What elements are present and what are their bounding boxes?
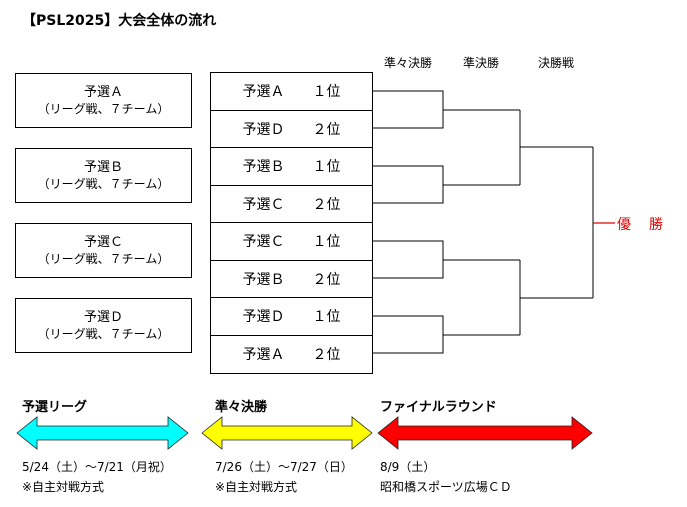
qf-bracket-3 (373, 240, 520, 279)
seed-rank: １位 (312, 234, 341, 251)
group-name: 予選Ｃ (83, 234, 123, 250)
seed-group: 予選Ａ (242, 347, 285, 364)
seed-group: 予選Ｂ (242, 159, 285, 176)
phase-date-quarterfinal: 7/26（土）～7/27（日） (215, 460, 353, 474)
champion-label: 優勝 (617, 217, 681, 233)
round-label-final: 決勝戦 (538, 56, 575, 70)
phase-date-final-round: 8/9（土） (380, 460, 436, 474)
phase-title-final-round: ファイナルラウンド (380, 400, 497, 415)
seed-group: 予選Ｂ (242, 271, 285, 288)
seed-group: 予選Ｃ (242, 196, 285, 213)
seed-group: 予選Ａ (242, 84, 285, 101)
seed-1: 予選Ａ １位 (211, 73, 372, 111)
group-box-c: 予選Ｃ （リーグ戦、７チーム） (15, 223, 192, 278)
qf-bracket-4 (373, 315, 520, 354)
group-name: 予選Ｄ (83, 309, 123, 325)
seed-5: 予選Ｃ １位 (211, 223, 372, 261)
seed-rank: ２位 (312, 121, 341, 138)
phase-note-prelim: ※自主対戦方式 (22, 480, 105, 494)
prelim-arrow (16, 416, 189, 450)
sf-bracket-1 (519, 110, 593, 185)
final-round-arrow (377, 416, 593, 450)
seed-group: 予選Ｃ (242, 234, 285, 251)
seed-rank: ２位 (312, 347, 341, 364)
seed-rank: １位 (312, 84, 341, 101)
page-title: 【PSL2025】大会全体の流れ (22, 13, 217, 29)
seed-group: 予選Ｄ (242, 309, 285, 326)
round-label-semifinal: 準決勝 (463, 56, 500, 70)
group-box-b: 予選Ｂ （リーグ戦、７チーム） (15, 148, 192, 203)
seed-8: 予選Ａ ２位 (211, 336, 372, 374)
group-box-a: 予選Ａ （リーグ戦、７チーム） (15, 73, 192, 128)
qf-bracket-1 (373, 90, 520, 129)
phase-title-quarterfinal: 準々決勝 (215, 400, 268, 415)
seed-rank: １位 (312, 159, 341, 176)
seed-6: 予選Ｂ ２位 (211, 261, 372, 298)
group-name: 予選Ａ (83, 84, 123, 100)
phase-title-prelim: 予選リーグ (22, 400, 88, 415)
round-label-quarterfinal: 準々決勝 (384, 56, 433, 70)
phase-note-quarterfinal: ※自主対戦方式 (215, 480, 298, 494)
seed-7: 予選Ｄ １位 (211, 298, 372, 336)
group-name: 予選Ｂ (83, 159, 123, 175)
quarterfinal-arrow (201, 416, 373, 450)
seed-2: 予選Ｄ ２位 (211, 111, 372, 148)
phase-date-prelim: 5/24（土）～7/21（月祝） (22, 460, 172, 474)
group-format: （リーグ戦、７チーム） (37, 251, 170, 266)
group-box-d: 予選Ｄ （リーグ戦、７チーム） (15, 298, 192, 353)
seed-list: 予選Ａ １位 予選Ｄ ２位 予選Ｂ １位 予選Ｃ ２位 予選Ｃ １位 予選Ｂ ２位 予選Ｄ １… (210, 72, 373, 374)
group-format: （リーグ戦、７チーム） (37, 326, 170, 341)
seed-rank: １位 (312, 309, 341, 326)
group-format: （リーグ戦、７チーム） (37, 176, 170, 191)
seed-rank: ２位 (312, 271, 341, 288)
group-format: （リーグ戦、７チーム） (37, 101, 170, 116)
qf-bracket-2 (373, 165, 520, 204)
seed-4: 予選Ｃ ２位 (211, 186, 372, 223)
seed-rank: ２位 (312, 196, 341, 213)
phase-note-final-round: 昭和橋スポーツ広場ＣＤ (380, 480, 512, 494)
sf-bracket-2 (519, 260, 593, 335)
seed-group: 予選Ｄ (242, 121, 285, 138)
seed-3: 予選Ｂ １位 (211, 148, 372, 186)
